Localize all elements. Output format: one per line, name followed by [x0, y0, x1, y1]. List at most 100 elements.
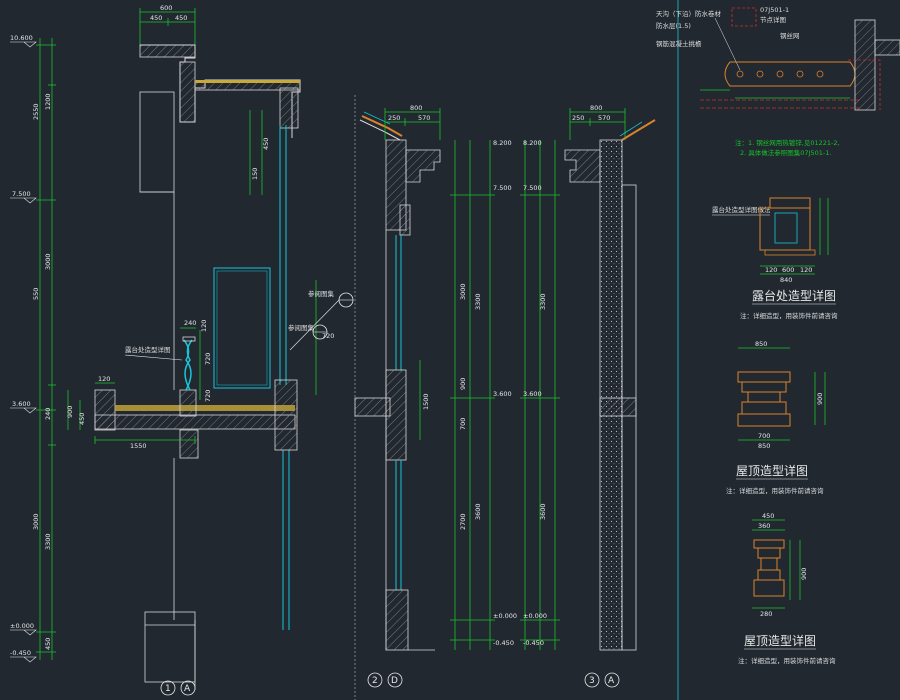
- svg-text:450: 450: [762, 512, 774, 520]
- svg-text:3300: 3300: [539, 293, 547, 310]
- svg-text:3300: 3300: [44, 533, 52, 550]
- svg-text:800: 800: [410, 104, 422, 112]
- elevation-marker: ±0.000: [10, 622, 37, 636]
- svg-text:3000: 3000: [459, 283, 467, 300]
- svg-text:600: 600: [782, 266, 794, 274]
- elevation-markers: 10.600 7.500 3.600 ±0.000 -0.450: [10, 34, 37, 663]
- svg-text:3300: 3300: [474, 293, 482, 310]
- detail-top: 天沟（下沿）防水卷材 防水层(1.5) 钢筋混凝土挑檐 07J501-1 节点详…: [656, 6, 900, 157]
- svg-text:3000: 3000: [44, 253, 52, 270]
- svg-text:A: A: [184, 684, 191, 694]
- svg-text:钢丝网: 钢丝网: [780, 31, 800, 40]
- svg-text:3000: 3000: [32, 513, 40, 530]
- svg-text:250: 250: [572, 114, 584, 122]
- svg-text:D: D: [391, 676, 398, 686]
- svg-text:120: 120: [200, 320, 208, 332]
- svg-text:2550: 2550: [32, 103, 40, 120]
- svg-text:参阅图集: 参阅图集: [288, 323, 315, 332]
- svg-text:注：详细造型，用装饰件前请咨询: 注：详细造型，用装饰件前请咨询: [740, 311, 838, 320]
- svg-text:7.500: 7.500: [12, 190, 31, 198]
- svg-text:参阅图集: 参阅图集: [308, 289, 335, 298]
- svg-text:-0.450: -0.450: [523, 639, 544, 647]
- axis-marker-3: 3 A: [584, 672, 620, 688]
- svg-text:A: A: [608, 676, 615, 686]
- svg-text:屋顶造型详图: 屋顶造型详图: [744, 633, 816, 648]
- svg-text:8.200: 8.200: [523, 139, 542, 147]
- elevation-marker: -0.450: [10, 649, 37, 663]
- svg-text:钢筋混凝土挑檐: 钢筋混凝土挑檐: [656, 39, 702, 48]
- svg-text:450: 450: [44, 638, 52, 650]
- svg-text:2700: 2700: [459, 513, 467, 530]
- svg-text:3600: 3600: [474, 503, 482, 520]
- svg-text:3600: 3600: [539, 503, 547, 520]
- svg-text:240: 240: [184, 319, 196, 327]
- svg-text:2: 2: [372, 676, 378, 686]
- svg-text:360: 360: [758, 522, 770, 530]
- axis-marker-1: 1 A: [160, 680, 196, 696]
- svg-text:570: 570: [598, 114, 610, 122]
- svg-text:7.500: 7.500: [493, 184, 512, 192]
- svg-text:800: 800: [590, 104, 602, 112]
- svg-text:700: 700: [459, 418, 467, 430]
- svg-text:720: 720: [204, 390, 212, 402]
- svg-text:-0.450: -0.450: [10, 649, 31, 657]
- svg-text:注：1. 钢丝网用热镀锌,见01221-2,: 注：1. 钢丝网用热镀锌,见01221-2,: [735, 138, 840, 147]
- svg-text:450: 450: [78, 413, 86, 425]
- svg-text:850: 850: [758, 442, 770, 450]
- svg-text:07J501-1: 07J501-1: [760, 6, 789, 14]
- svg-text:450: 450: [262, 138, 270, 150]
- elevation-marker: 10.600: [10, 34, 37, 48]
- svg-text:900: 900: [816, 393, 824, 405]
- svg-text:±0.000: ±0.000: [10, 622, 34, 630]
- svg-text:1: 1: [165, 684, 171, 694]
- section1-dims: 2550 1200 550 3000 3000 3300 240 450: [32, 93, 52, 650]
- svg-text:露台处造型详图: 露台处造型详图: [752, 288, 836, 303]
- svg-text:570: 570: [418, 114, 430, 122]
- svg-text:250: 250: [388, 114, 400, 122]
- svg-text:防水层(1.5): 防水层(1.5): [656, 21, 691, 30]
- svg-text:节点详图: 节点详图: [760, 15, 786, 24]
- svg-text:550: 550: [32, 288, 40, 300]
- svg-text:240: 240: [44, 408, 52, 420]
- svg-text:3: 3: [589, 676, 595, 686]
- detail-balcony: 露台处造型详图做法 120 600 120 840 露台处造型详图 注：详细造型…: [712, 197, 838, 320]
- svg-text:±0.000: ±0.000: [523, 612, 547, 620]
- svg-text:450: 450: [175, 14, 187, 22]
- svg-text:1200: 1200: [44, 93, 52, 110]
- svg-text:3.600: 3.600: [493, 390, 512, 398]
- svg-text:120: 120: [765, 266, 777, 274]
- svg-text:屋顶造型详图: 屋顶造型详图: [736, 463, 808, 478]
- svg-text:-0.450: -0.450: [493, 639, 514, 647]
- svg-text:1500: 1500: [422, 393, 430, 410]
- detail-roof-1: 850 700 850 900 屋顶造型详图 注：详细造型，用装饰件前请咨询: [726, 340, 826, 495]
- svg-text:120: 120: [800, 266, 812, 274]
- svg-text:900: 900: [66, 406, 74, 418]
- detail-roof-2: 450 360 280 900 屋顶造型详图 注：详细造型，用装饰件前请咨询: [738, 512, 836, 665]
- elevation-marker: 7.500: [10, 190, 37, 204]
- svg-text:±0.000: ±0.000: [493, 612, 517, 620]
- svg-text:280: 280: [760, 610, 772, 618]
- svg-text:注：详细造型，用装饰件前请咨询: 注：详细造型，用装饰件前请咨询: [726, 486, 824, 495]
- svg-text:720: 720: [322, 332, 334, 340]
- section1-callouts: 参阅图集 参阅图集 露台处造型详图: [124, 289, 354, 361]
- svg-text:天沟（下沿）防水卷材: 天沟（下沿）防水卷材: [656, 9, 722, 18]
- svg-text:2. 具体做法参照图集07J501-1.: 2. 具体做法参照图集07J501-1.: [740, 148, 831, 157]
- svg-text:注：详细造型，用装饰件前请咨询: 注：详细造型，用装饰件前请咨询: [738, 656, 836, 665]
- svg-text:3.600: 3.600: [12, 400, 31, 408]
- svg-text:840: 840: [780, 276, 792, 284]
- svg-text:露台处造型详图做法: 露台处造型详图做法: [712, 205, 771, 214]
- section-2: 800 250 570 3000 3300 2700 3600 900 700 …: [354, 95, 517, 700]
- svg-text:900: 900: [800, 568, 808, 580]
- svg-text:7.500: 7.500: [523, 184, 542, 192]
- elevation-marker: 3.600: [10, 400, 37, 414]
- svg-text:600: 600: [160, 4, 172, 12]
- svg-text:10.600: 10.600: [10, 34, 33, 42]
- section-1: 10.600 7.500 3.600 ±0.000 -0.450 2550 12…: [10, 4, 354, 696]
- svg-text:850: 850: [755, 340, 767, 348]
- svg-text:120: 120: [98, 375, 110, 383]
- svg-text:8.200: 8.200: [493, 139, 512, 147]
- svg-text:3.600: 3.600: [523, 390, 542, 398]
- svg-text:150: 150: [251, 168, 259, 180]
- section-3: 3300 3600 8.200 7.500 3.600 ±0.000 -0.45…: [520, 104, 656, 688]
